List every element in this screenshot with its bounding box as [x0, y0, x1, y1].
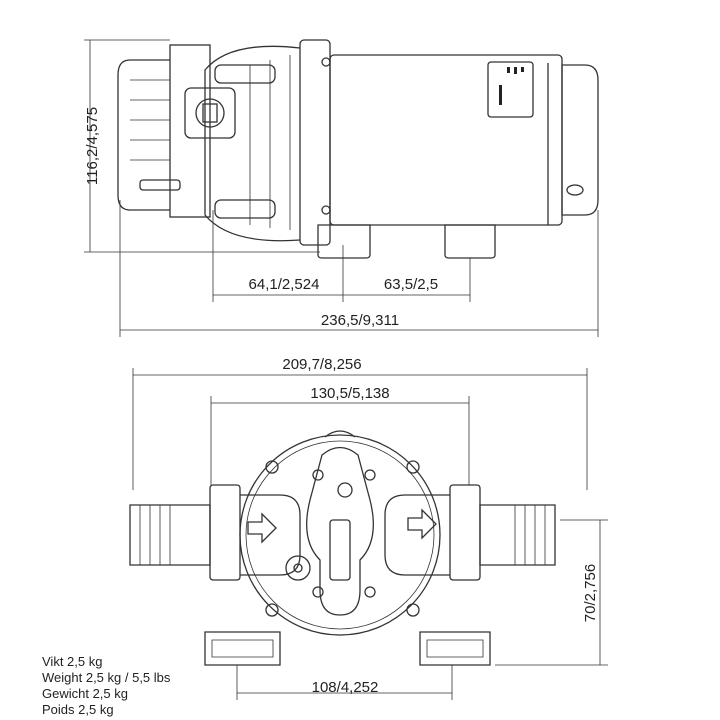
- valve-body: [306, 446, 374, 616]
- label-logo: [499, 67, 524, 105]
- flange-screw: [321, 57, 331, 67]
- switch-fins: [130, 79, 170, 161]
- terminal: [139, 179, 181, 191]
- motor-label: [487, 61, 534, 118]
- dim-port-height: 70/2,756: [582, 564, 599, 622]
- dim-height-side: 116,2/4,575: [84, 107, 101, 185]
- dim-total-length: 236,5/9,311: [321, 312, 399, 329]
- motor-body: [329, 54, 563, 226]
- switch-housing: [169, 44, 211, 218]
- inlet-port: [184, 87, 236, 139]
- pump-head: [204, 45, 301, 242]
- flange-screw: [321, 205, 331, 215]
- flow-arrow-icon: [247, 512, 277, 544]
- pump-flange: [299, 39, 331, 246]
- valve-logo: [337, 482, 353, 498]
- weight-line: Vikt 2,5 kg: [42, 654, 103, 669]
- valve-stem: [329, 519, 351, 581]
- foot-right: [419, 631, 491, 666]
- foot-rear: [444, 224, 496, 259]
- port-ring: [195, 98, 225, 128]
- pressure-switch: [117, 59, 170, 211]
- side-view: [117, 39, 599, 259]
- port-bore: [202, 103, 218, 123]
- foot-left: [204, 631, 281, 666]
- bypass-screw: [285, 555, 311, 581]
- head-rib: [214, 64, 276, 84]
- housing-screws: [265, 460, 420, 617]
- head-ribs: [249, 55, 291, 230]
- side-dimensions: [84, 39, 599, 337]
- dim-foot-width: 108/4,252: [312, 679, 379, 696]
- weight-line: Poids 2,5 kg: [42, 702, 114, 717]
- outlet-port-right: [384, 484, 556, 581]
- weight-line: Weight 2,5 kg / 5,5 lbs: [42, 670, 171, 685]
- head-rib: [214, 199, 276, 219]
- front-view: [129, 368, 608, 700]
- flow-arrow-icon: [407, 508, 437, 540]
- inlet-port-left: [129, 484, 301, 581]
- motor-end-cap: [561, 64, 599, 216]
- housing-inner: [245, 440, 435, 630]
- top-tab: [324, 430, 356, 438]
- dim-total-width: 209,7/8,256: [282, 356, 361, 373]
- dim-head-width: 130,5/5,138: [310, 385, 389, 402]
- dim-foot-spacing: 63,5/2,5: [384, 276, 438, 293]
- weight-line: Gewicht 2,5 kg: [42, 686, 128, 701]
- dim-inlet-to-foot: 64,1/2,524: [249, 276, 320, 293]
- foot-front: [317, 224, 371, 259]
- end-cap-hole: [566, 184, 584, 196]
- weight-info: Vikt 2,5 kg Weight 2,5 kg / 5,5 lbs Gewi…: [42, 654, 170, 718]
